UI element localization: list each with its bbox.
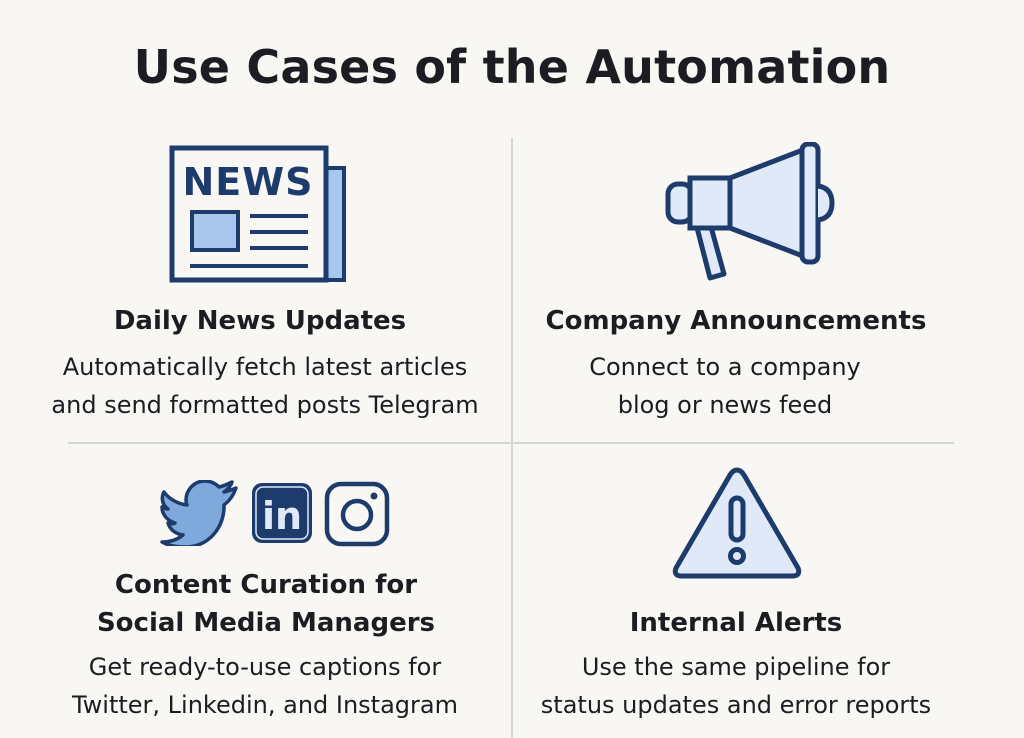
card-heading: Company Announcements — [545, 306, 927, 336]
megaphone-icon — [665, 142, 835, 281]
card-heading: Content Curation for Social Media Manage… — [96, 570, 436, 638]
card-heading: Daily News Updates — [113, 306, 407, 336]
card-description: Connect to a company blog or news feed — [589, 353, 861, 419]
page-title: Use Cases of the Automation — [133, 40, 891, 94]
card-description: Get ready-to-use captions for Twitter, L… — [71, 653, 458, 719]
card-description: Automatically fetch latest articles and … — [51, 353, 479, 419]
card-heading: Internal Alerts — [629, 608, 843, 638]
newspaper-masthead: NEWS — [182, 160, 313, 204]
twitter-icon — [160, 480, 238, 546]
linkedin-icon: in — [252, 483, 312, 543]
warning-icon — [672, 467, 802, 579]
card-description: Use the same pipeline for status updates… — [540, 653, 932, 719]
vertical-divider — [511, 138, 513, 738]
linkedin-glyph: in — [262, 494, 302, 538]
horizontal-divider — [68, 442, 954, 444]
instagram-icon — [324, 481, 390, 547]
newspaper-icon: NEWS — [169, 145, 346, 283]
